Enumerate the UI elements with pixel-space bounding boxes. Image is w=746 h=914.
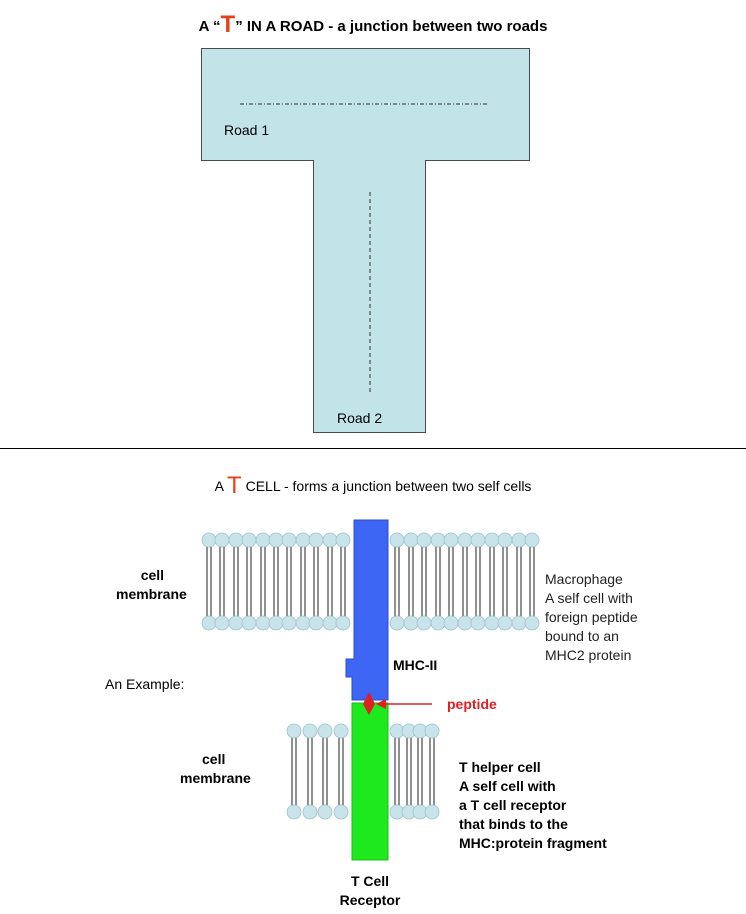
peptide-arrow-head — [376, 699, 386, 709]
lipid-head — [424, 804, 440, 820]
lipid-head — [286, 723, 302, 739]
lipid-head — [333, 723, 349, 739]
lipid-head — [335, 615, 351, 631]
tcell-diagram-title: A T CELL - forms a junction between two … — [0, 470, 746, 499]
mhc-ii-protein — [345, 519, 389, 701]
lipid-head — [524, 532, 540, 548]
road-diagram-title: A “T” IN A ROAD - a junction between two… — [0, 10, 746, 38]
lipid-head — [286, 804, 302, 820]
road-1-label: Road 1 — [224, 122, 270, 138]
label-line: cell — [140, 567, 165, 583]
peptide-shape — [363, 692, 375, 715]
lipid-head — [424, 723, 440, 739]
text-line: MHC:protein fragment — [459, 835, 607, 851]
lipid-head — [317, 723, 333, 739]
upper-membrane-label: cell membrane — [116, 566, 187, 604]
t-cell-receptor — [351, 702, 389, 861]
text-line: Macrophage — [545, 571, 623, 587]
macrophage-description: Macrophage A self cell with foreign pept… — [545, 570, 638, 665]
title-suffix: CELL - forms a junction between two self… — [241, 478, 532, 494]
title-suffix: ” IN A ROAD - a junction between two roa… — [235, 18, 548, 35]
label-line: T Cell — [350, 873, 390, 889]
title-t-letter: T — [227, 472, 242, 499]
mhc-ii-label: MHC-II — [393, 657, 438, 673]
lipid-head — [524, 615, 540, 631]
text-line: MHC2 protein — [545, 647, 632, 663]
text-line: foreign peptide — [545, 609, 638, 625]
text-line: A self cell with — [545, 590, 633, 606]
example-label: An Example: — [105, 676, 185, 692]
text-line: that binds to the — [459, 816, 568, 832]
title-t-letter: T — [220, 11, 236, 38]
label-line: Receptor — [339, 892, 401, 908]
label-line: cell — [202, 751, 226, 767]
lipid-head — [302, 723, 318, 739]
lipid-head — [333, 804, 349, 820]
tcr-label: T Cell Receptor — [330, 872, 410, 910]
title-prefix: A — [214, 478, 228, 494]
section-divider — [0, 448, 746, 449]
t-helper-description: T helper cell A self cell with a T cell … — [459, 758, 607, 853]
lipid-head — [302, 804, 318, 820]
text-line: T helper cell — [459, 759, 541, 775]
lower-membrane-label: cell membrane — [180, 750, 251, 788]
lipid-head — [335, 532, 351, 548]
title-prefix: A “ — [198, 18, 221, 35]
label-line: membrane — [180, 770, 251, 786]
road-2-label: Road 2 — [337, 410, 383, 426]
road-1 — [201, 48, 530, 161]
label-line: membrane — [116, 586, 187, 602]
text-line: A self cell with — [459, 778, 556, 794]
text-line: bound to an — [545, 628, 619, 644]
text-line: a T cell receptor — [459, 797, 567, 813]
lipid-head — [317, 804, 333, 820]
peptide-label: peptide — [447, 696, 497, 712]
